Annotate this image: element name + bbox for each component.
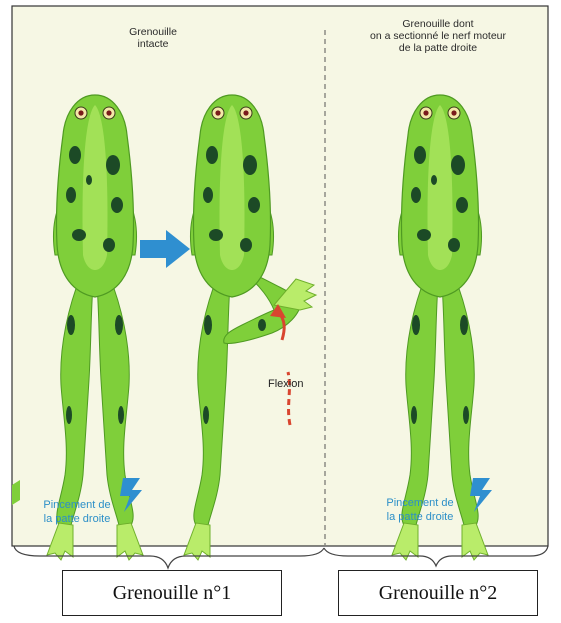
panel2-pincement: Pincement de la patte droite (370, 496, 470, 524)
panel2-title-line3: de la patte droite (338, 42, 538, 54)
panel2-pincement-line1: Pincement de (370, 496, 470, 510)
panel2-title-line2: on a sectionné le nerf moteur (338, 30, 538, 42)
grenouille-2-box: Grenouille n°2 (338, 570, 538, 616)
panel1-pincement: Pincement de la patte droite (22, 498, 132, 526)
panel1-pincement-line2: la patte droite (22, 512, 132, 526)
bracket-right (324, 546, 548, 566)
panel1-title: Grenouille intacte (108, 26, 198, 50)
panel2-title-line1: Grenouille dont (338, 18, 538, 30)
panel1-title-line2: intacte (108, 38, 198, 50)
panel2-pincement-line2: la patte droite (370, 510, 470, 524)
flexion-label: Flexion (268, 378, 303, 390)
grenouille-1-box: Grenouille n°1 (62, 570, 282, 616)
panel2-title: Grenouille dont on a sectionné le nerf m… (338, 18, 538, 54)
panel1-pincement-line1: Pincement de (22, 498, 132, 512)
panel1-title-line1: Grenouille (108, 26, 198, 38)
